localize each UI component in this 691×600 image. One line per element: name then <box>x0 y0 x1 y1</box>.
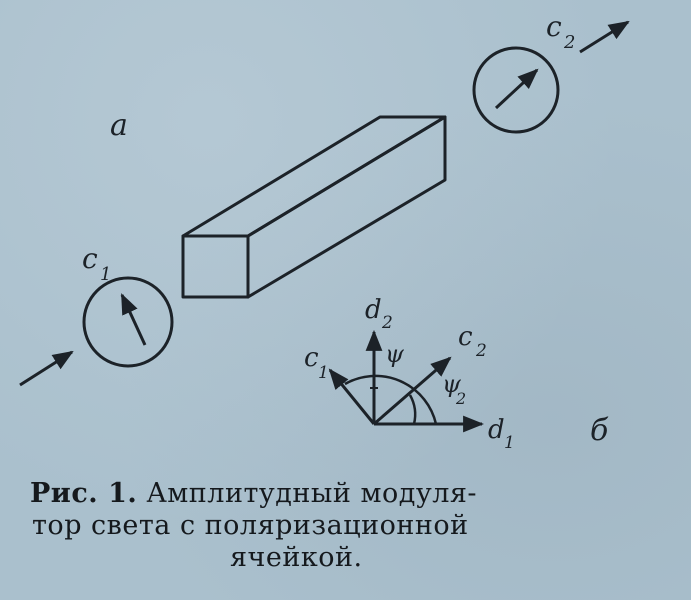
polarizer-c1 <box>82 276 174 368</box>
psi-label: ψ <box>385 340 405 368</box>
d1-label: d <box>488 415 505 445</box>
vector-diagram <box>328 329 485 433</box>
psi2-label: ψ <box>442 370 462 398</box>
c1-label: c <box>82 242 98 275</box>
vector-c2-label: c <box>458 322 473 352</box>
modulator-diagram: а c 1 c 2 <box>19 10 630 453</box>
part-b-label: б <box>590 413 609 448</box>
crystal-bar <box>181 115 447 299</box>
c1-sub: 1 <box>100 264 111 285</box>
d2-label: d <box>365 295 382 325</box>
c2-label: c <box>546 10 562 43</box>
caption-line-1: Рис. 1. Амплитудный модуля- <box>30 478 630 510</box>
incoming-light-arrow <box>19 350 74 387</box>
caption-line-1-text: Амплитудный модуля- <box>137 478 478 509</box>
figure-caption: Рис. 1. Амплитудный модуля- тор света с … <box>30 478 630 574</box>
c2-sub: 2 <box>563 32 575 53</box>
psi2-sub: 2 <box>455 389 466 408</box>
vector-c1-label: c <box>304 343 319 373</box>
outgoing-light-arrow <box>579 20 630 54</box>
caption-line-2: тор света с поляризационной <box>32 510 469 541</box>
d1-sub: 1 <box>504 433 515 453</box>
d2-sub: 2 <box>381 313 393 333</box>
vector-c1-sub: 1 <box>318 363 329 383</box>
caption-line-3: ячейкой. <box>230 542 363 573</box>
polarizer-c2 <box>472 46 560 134</box>
caption-prefix: Рис. 1. <box>30 478 138 509</box>
vector-c2-sub: 2 <box>475 341 487 361</box>
part-a-label: а <box>110 108 128 143</box>
